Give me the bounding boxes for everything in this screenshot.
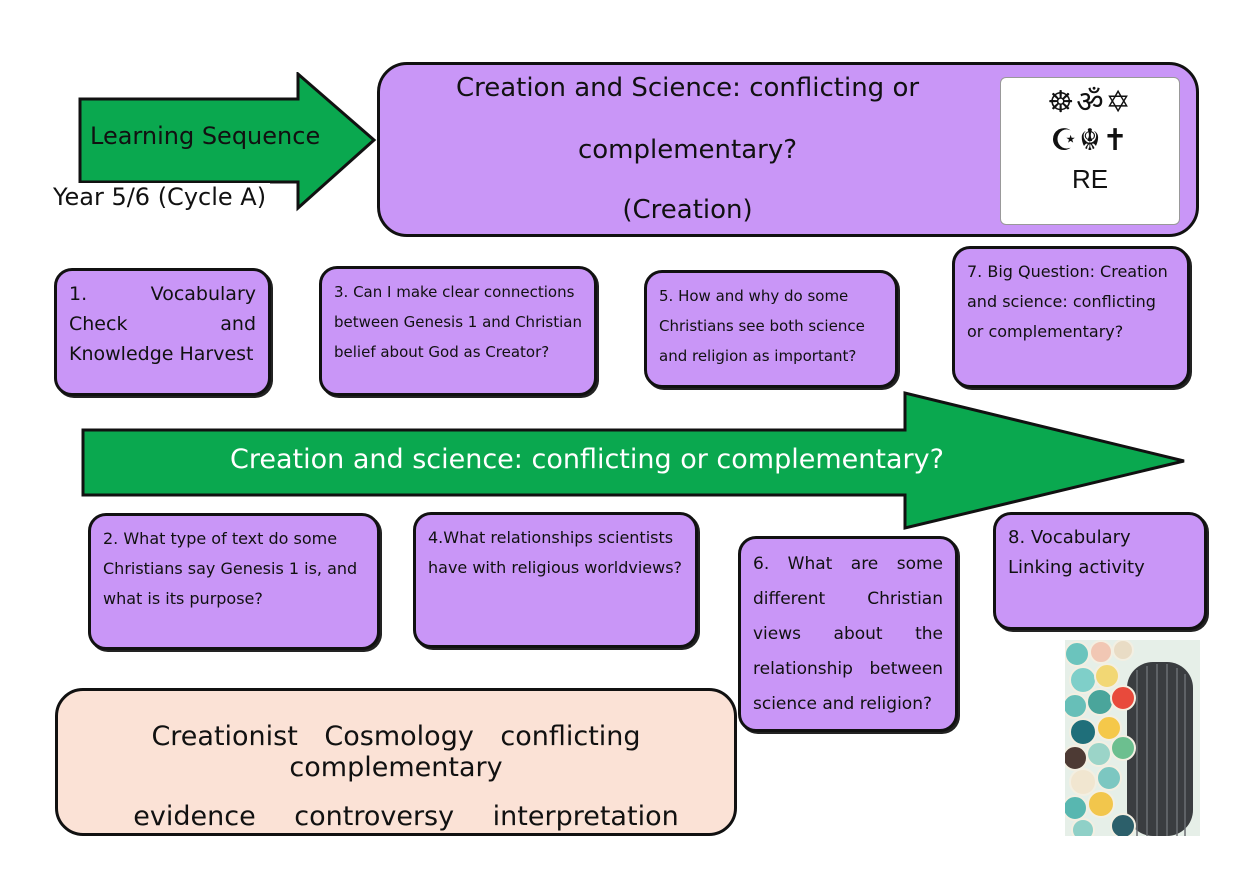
vocabulary-line-2: evidence controversy interpretation [133, 801, 679, 832]
lesson-text: 4.What relationships scientists have wit… [428, 528, 683, 577]
re-logo: ☸ॐ✡ ☪☬✝ RE [1000, 77, 1180, 225]
lesson-text: 8. Vocabulary Linking activity [1008, 527, 1145, 578]
lesson-card-2: 2. What type of text do some Christians … [88, 513, 380, 650]
symbols-row-1: ☸ॐ✡ [1047, 85, 1133, 120]
vocabulary-line-1: Creationist Cosmology conflicting comple… [151, 721, 641, 783]
title-line-1: Creation and Science: conflicting or [455, 73, 920, 103]
main-topic-arrow [80, 390, 1190, 532]
lesson-text: 1. Vocabulary Check and Knowledge Harves… [69, 283, 256, 365]
lesson-card-7: 7. Big Question: Creation and science: c… [952, 246, 1190, 388]
lesson-text: 5. How and why do some Christians see bo… [659, 287, 865, 365]
arrow-right-icon [78, 72, 377, 212]
religion-symbols-icon: ☸ॐ✡ ☪☬✝ [1001, 84, 1179, 160]
lesson-card-8: 8. Vocabulary Linking activity [993, 512, 1207, 630]
lesson-card-5: 5. How and why do some Christians see bo… [644, 270, 898, 388]
key-vocabulary-box: Creationist Cosmology conflicting comple… [55, 688, 737, 836]
main-topic-label: Creation and science: conflicting or com… [230, 444, 944, 475]
book-cover-illustration [1065, 640, 1200, 836]
lesson-text: 2. What type of text do some Christians … [103, 529, 358, 608]
lesson-card-3: 3. Can I make clear connections between … [319, 266, 597, 396]
learning-sequence-arrow [78, 72, 378, 212]
lesson-card-4: 4.What relationships scientists have wit… [413, 512, 698, 648]
lesson-card-1: 1. Vocabulary Check and Knowledge Harves… [54, 268, 271, 396]
lesson-card-6: 6. What are some different Christian vie… [738, 536, 958, 732]
title-line-3: (Creation) [622, 195, 753, 225]
learning-sequence-label: Learning Sequence [90, 122, 321, 150]
year-label: Year 5/6 (Cycle A) [53, 183, 271, 211]
title-line-2: complementary? [577, 135, 798, 165]
long-arrow-right-icon [81, 391, 1185, 530]
lesson-text: 6. What are some different Christian vie… [753, 554, 943, 714]
symbols-row-2: ☪☬✝ [1050, 123, 1130, 158]
lesson-text: 7. Big Question: Creation and science: c… [967, 262, 1168, 341]
re-label: RE [1071, 164, 1109, 194]
illustration-image-icon [1065, 640, 1200, 836]
unit-title-box: Creation and Science: conflicting or com… [377, 62, 1199, 237]
lesson-text: 3. Can I make clear connections between … [334, 283, 582, 361]
